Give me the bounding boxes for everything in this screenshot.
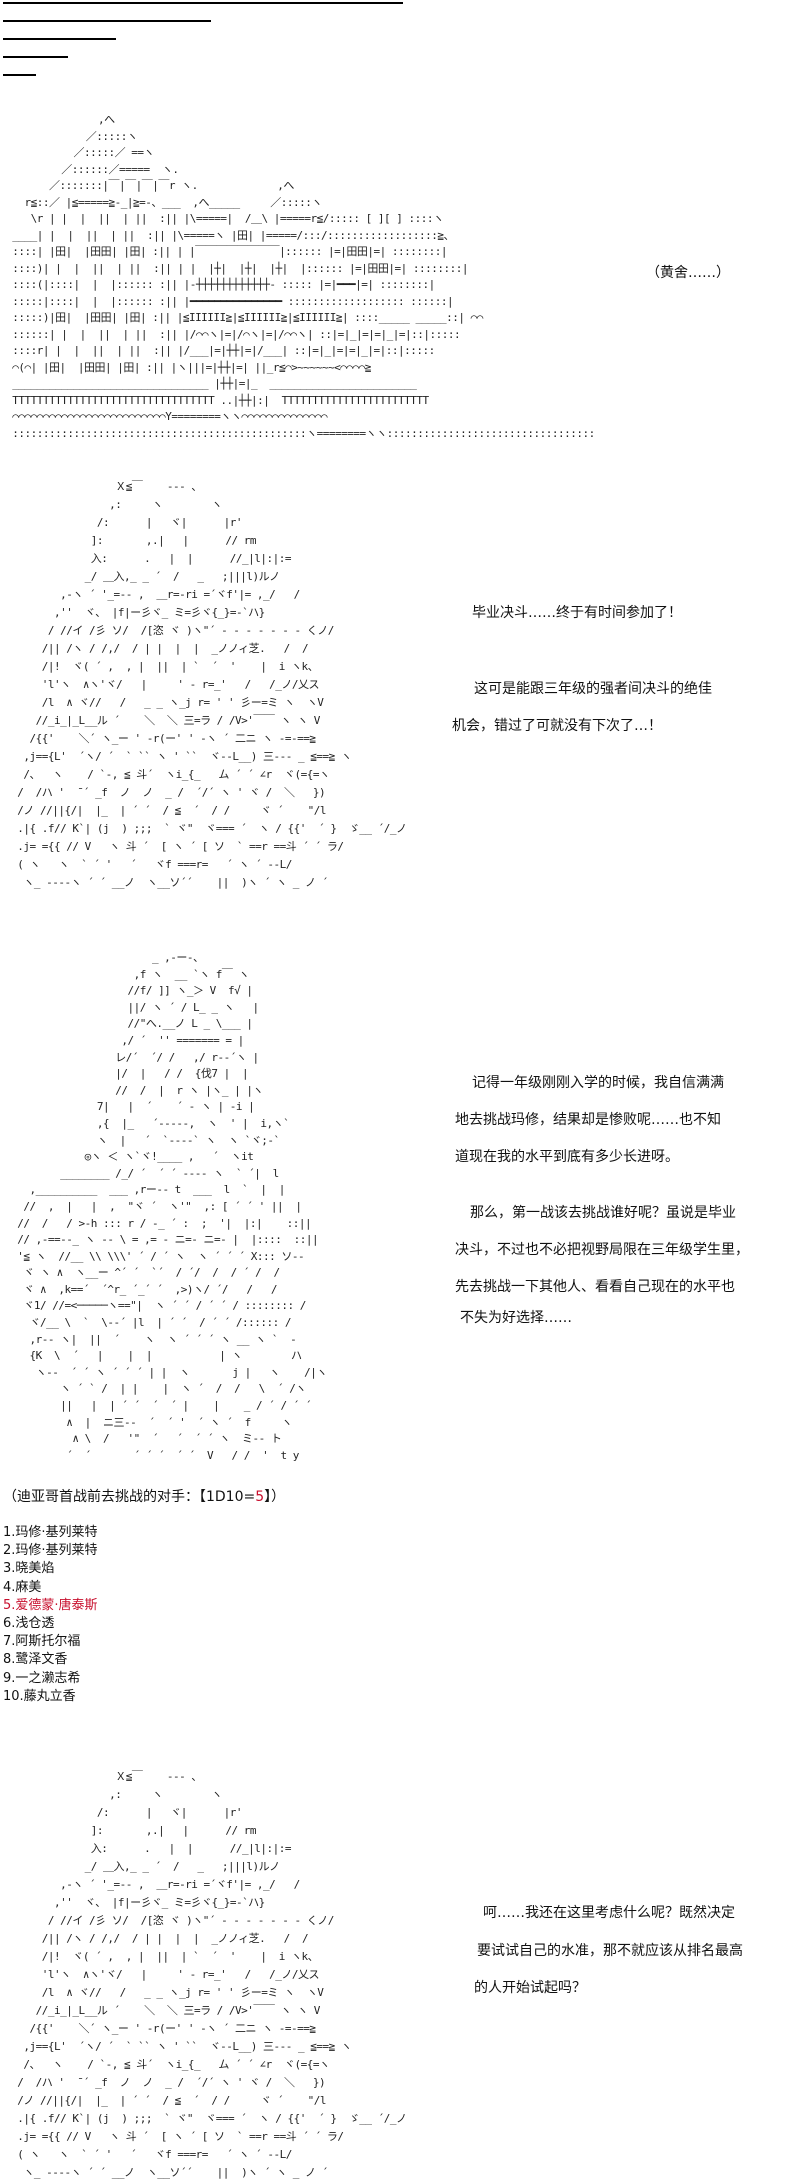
narration-line: 那么，第一战该去挑战谁好呢？虽说是毕业 — [470, 1205, 736, 1221]
character-ascii-art: Ｘ≦￣ ‐-- 、 ,: ヽ ヽ /: | ヾ| |r' ]: ,.| | //… — [17, 480, 407, 889]
narration-line: 地去挑战玛修，结果却是惨败呢……也不知 — [455, 1112, 721, 1128]
character-ascii-art: _ ,-ー‐、 ,f ヽ __ `ヽ f￣ ヽ //f/ ]] ヽ_＞ V f√… — [17, 951, 327, 1462]
separator-line — [3, 74, 36, 76]
list-item: 4.麻美 — [3, 1579, 42, 1595]
list-item-selected: 5.爱德蒙·唐泰斯 — [3, 1597, 98, 1613]
narration-line: 决斗，不过也不必把视野局限在三年级学生里， — [455, 1242, 749, 1258]
list-item: 6.浅仓透 — [3, 1616, 55, 1632]
house-ascii-art: ,へ ／:::::ヽ ／:::::／ ==ヽ ／::::::／===== ヽ. … — [12, 113, 595, 440]
house-label: （黄舍……） — [646, 265, 730, 281]
opponent-list: 1.玛修·基列莱特 2.玛修·基列莱特 3.晓美焰 4.麻美 5.爱德蒙·唐泰斯… — [3, 1524, 98, 1706]
separator-line — [3, 38, 116, 40]
narration-line: 先去挑战一下其他人、看看自己现在的水平也 — [455, 1279, 735, 1295]
narration-line: 呵……我还在这里考虑什么呢？既然决定 — [483, 1905, 735, 1921]
narration-line: 这可是能跟三年级的强者间决斗的绝佳 — [474, 681, 712, 697]
narration-line: 的人开始试起吗？ — [474, 1980, 586, 1996]
separator-line — [3, 20, 211, 22]
list-item: 1.玛修·基列莱特 — [3, 1525, 98, 1540]
list-item: 2.玛修·基列莱特 — [3, 1543, 98, 1559]
list-item: 3.晓美焰 — [3, 1561, 55, 1577]
character-ascii-art: Ｘ≦￣ ‐-- 、 ,: ヽ ヽ /: | ヾ| |r' ]: ,.| | //… — [17, 1770, 407, 2179]
separator-line — [3, 56, 68, 58]
dice-suffix: 】） — [264, 1489, 286, 1505]
list-item: 7.阿斯托尔福 — [3, 1634, 81, 1650]
narration-line: 记得一年级刚刚入学的时候，我自信满满 — [472, 1075, 724, 1091]
separator-line — [3, 2, 403, 4]
list-item: 9.一之濑志希 — [3, 1670, 81, 1686]
narration-line: 要试试自己的水准，那不就应该从排名最高 — [477, 1943, 743, 1959]
narration-line: 机会，错过了可就没有下次了…！ — [452, 718, 662, 734]
list-item: 10.藤丸立香 — [3, 1688, 76, 1704]
narration-line: 毕业决斗……终于有时间参加了！ — [472, 605, 682, 621]
dice-prefix: （迪亚哥首战前去挑战的对手：【1D10= — [3, 1489, 256, 1505]
dice-roll-line: （迪亚哥首战前去挑战的对手：【1D10=5】） — [3, 1488, 285, 1506]
dice-result: 5 — [255, 1489, 265, 1505]
narration-line: 不失为好选择…… — [460, 1310, 572, 1326]
list-item: 8.鹭泽文香 — [3, 1652, 68, 1668]
narration-line: 道现在我的水平到底有多少长进呀。 — [455, 1149, 679, 1165]
